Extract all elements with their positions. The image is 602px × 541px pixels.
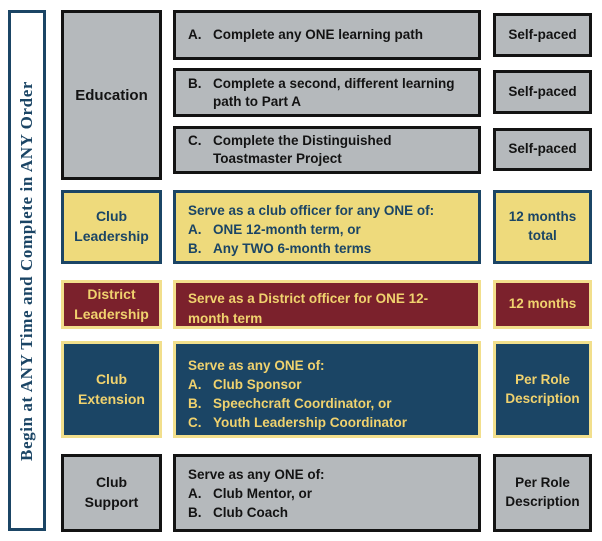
- club-extension-label: Club Extension: [78, 370, 145, 407]
- club-leadership-duration-box: 12 months total: [493, 190, 592, 264]
- education-item-b-duration-box: Self-paced: [493, 70, 592, 114]
- education-item-c-box: C. Complete the Distinguished Toastmaste…: [173, 126, 481, 174]
- education-item-b-letter: B.: [188, 75, 202, 91]
- education-item-c-duration: Self-paced: [508, 141, 577, 157]
- club-support-label-box: Club Support: [61, 454, 162, 532]
- education-item-b-box: B. Complete a second, different learning…: [173, 68, 481, 117]
- club-extension-item-b-letter: B.: [188, 396, 202, 411]
- club-extension-item-a-text: Club Sponsor: [213, 377, 302, 392]
- education-label: Education: [75, 86, 148, 104]
- begin-anytime-label: Begin at ANY Time and Complete in ANY Or…: [17, 80, 36, 461]
- education-item-c-duration-box: Self-paced: [493, 128, 592, 171]
- education-item-a-text: Complete any ONE learning path: [213, 27, 424, 42]
- education-item-a-duration: Self-paced: [508, 26, 577, 42]
- club-leadership-item-b-letter: B.: [188, 241, 202, 256]
- education-item-a-letter: A.: [188, 27, 202, 42]
- club-support-item-a-text: Club Mentor, or: [213, 486, 312, 501]
- district-leadership-text: Serve as a District officer for ONE 12-m…: [188, 291, 429, 326]
- education-item-c-text: Complete the Distinguished Toastmaster P…: [213, 133, 392, 166]
- club-leadership-desc-box: Serve as a club officer for any ONE of: …: [173, 190, 481, 264]
- club-support-label: Club Support: [84, 474, 139, 510]
- district-leadership-desc-box: Serve as a District officer for ONE 12-m…: [173, 280, 481, 329]
- club-leadership-intro: Serve as a club officer for any ONE of:: [188, 203, 435, 218]
- club-extension-duration-box: Per Role Description: [493, 341, 592, 438]
- club-extension-item-c-letter: C.: [188, 415, 202, 430]
- club-support-item-b-letter: B.: [188, 505, 202, 520]
- education-item-c-letter: C.: [188, 133, 202, 148]
- club-extension-item-c-text: Youth Leadership Coordinator: [213, 415, 408, 430]
- district-leadership-label-box: District Leadership: [61, 280, 162, 329]
- club-extension-duration: Per Role Description: [505, 371, 580, 406]
- club-extension-desc-box: Serve as any ONE of: A. Club Sponsor B. …: [173, 341, 481, 438]
- education-item-b-duration: Self-paced: [508, 83, 577, 99]
- club-extension-intro: Serve as any ONE of:: [188, 358, 325, 373]
- club-extension-item-a-letter: A.: [188, 377, 202, 392]
- club-leadership-item-a-text: ONE 12-month term, or: [213, 222, 361, 237]
- club-leadership-label-box: Club Leadership: [61, 190, 162, 264]
- club-support-duration: Per Role Description: [505, 475, 580, 509]
- education-label-box: Education: [61, 10, 162, 180]
- district-leadership-duration: 12 months: [508, 296, 577, 312]
- club-leadership-duration: 12 months total: [508, 209, 577, 243]
- club-leadership-label: Club Leadership: [74, 208, 149, 244]
- education-item-a-box: A. Complete any ONE learning path: [173, 10, 481, 60]
- club-support-intro: Serve as any ONE of:: [188, 467, 325, 482]
- club-support-item-a-letter: A.: [188, 486, 202, 501]
- district-leadership-label: District Leadership: [74, 285, 149, 322]
- club-support-desc-box: Serve as any ONE of: A. Club Mentor, or …: [173, 454, 481, 532]
- education-item-a-duration-box: Self-paced: [493, 13, 592, 57]
- district-leadership-duration-box: 12 months: [493, 280, 592, 329]
- club-extension-item-b-text: Speechcraft Coordinator, or: [213, 396, 392, 411]
- club-leadership-item-b-text: Any TWO 6-month terms: [213, 241, 372, 256]
- club-support-item-b-text: Club Coach: [213, 505, 289, 520]
- club-leadership-item-a-letter: A.: [188, 222, 202, 237]
- begin-anytime-banner: Begin at ANY Time and Complete in ANY Or…: [8, 10, 46, 531]
- club-support-duration-box: Per Role Description: [493, 454, 592, 532]
- club-extension-label-box: Club Extension: [61, 341, 162, 438]
- education-item-b-text: Complete a second, different learning pa…: [213, 75, 455, 109]
